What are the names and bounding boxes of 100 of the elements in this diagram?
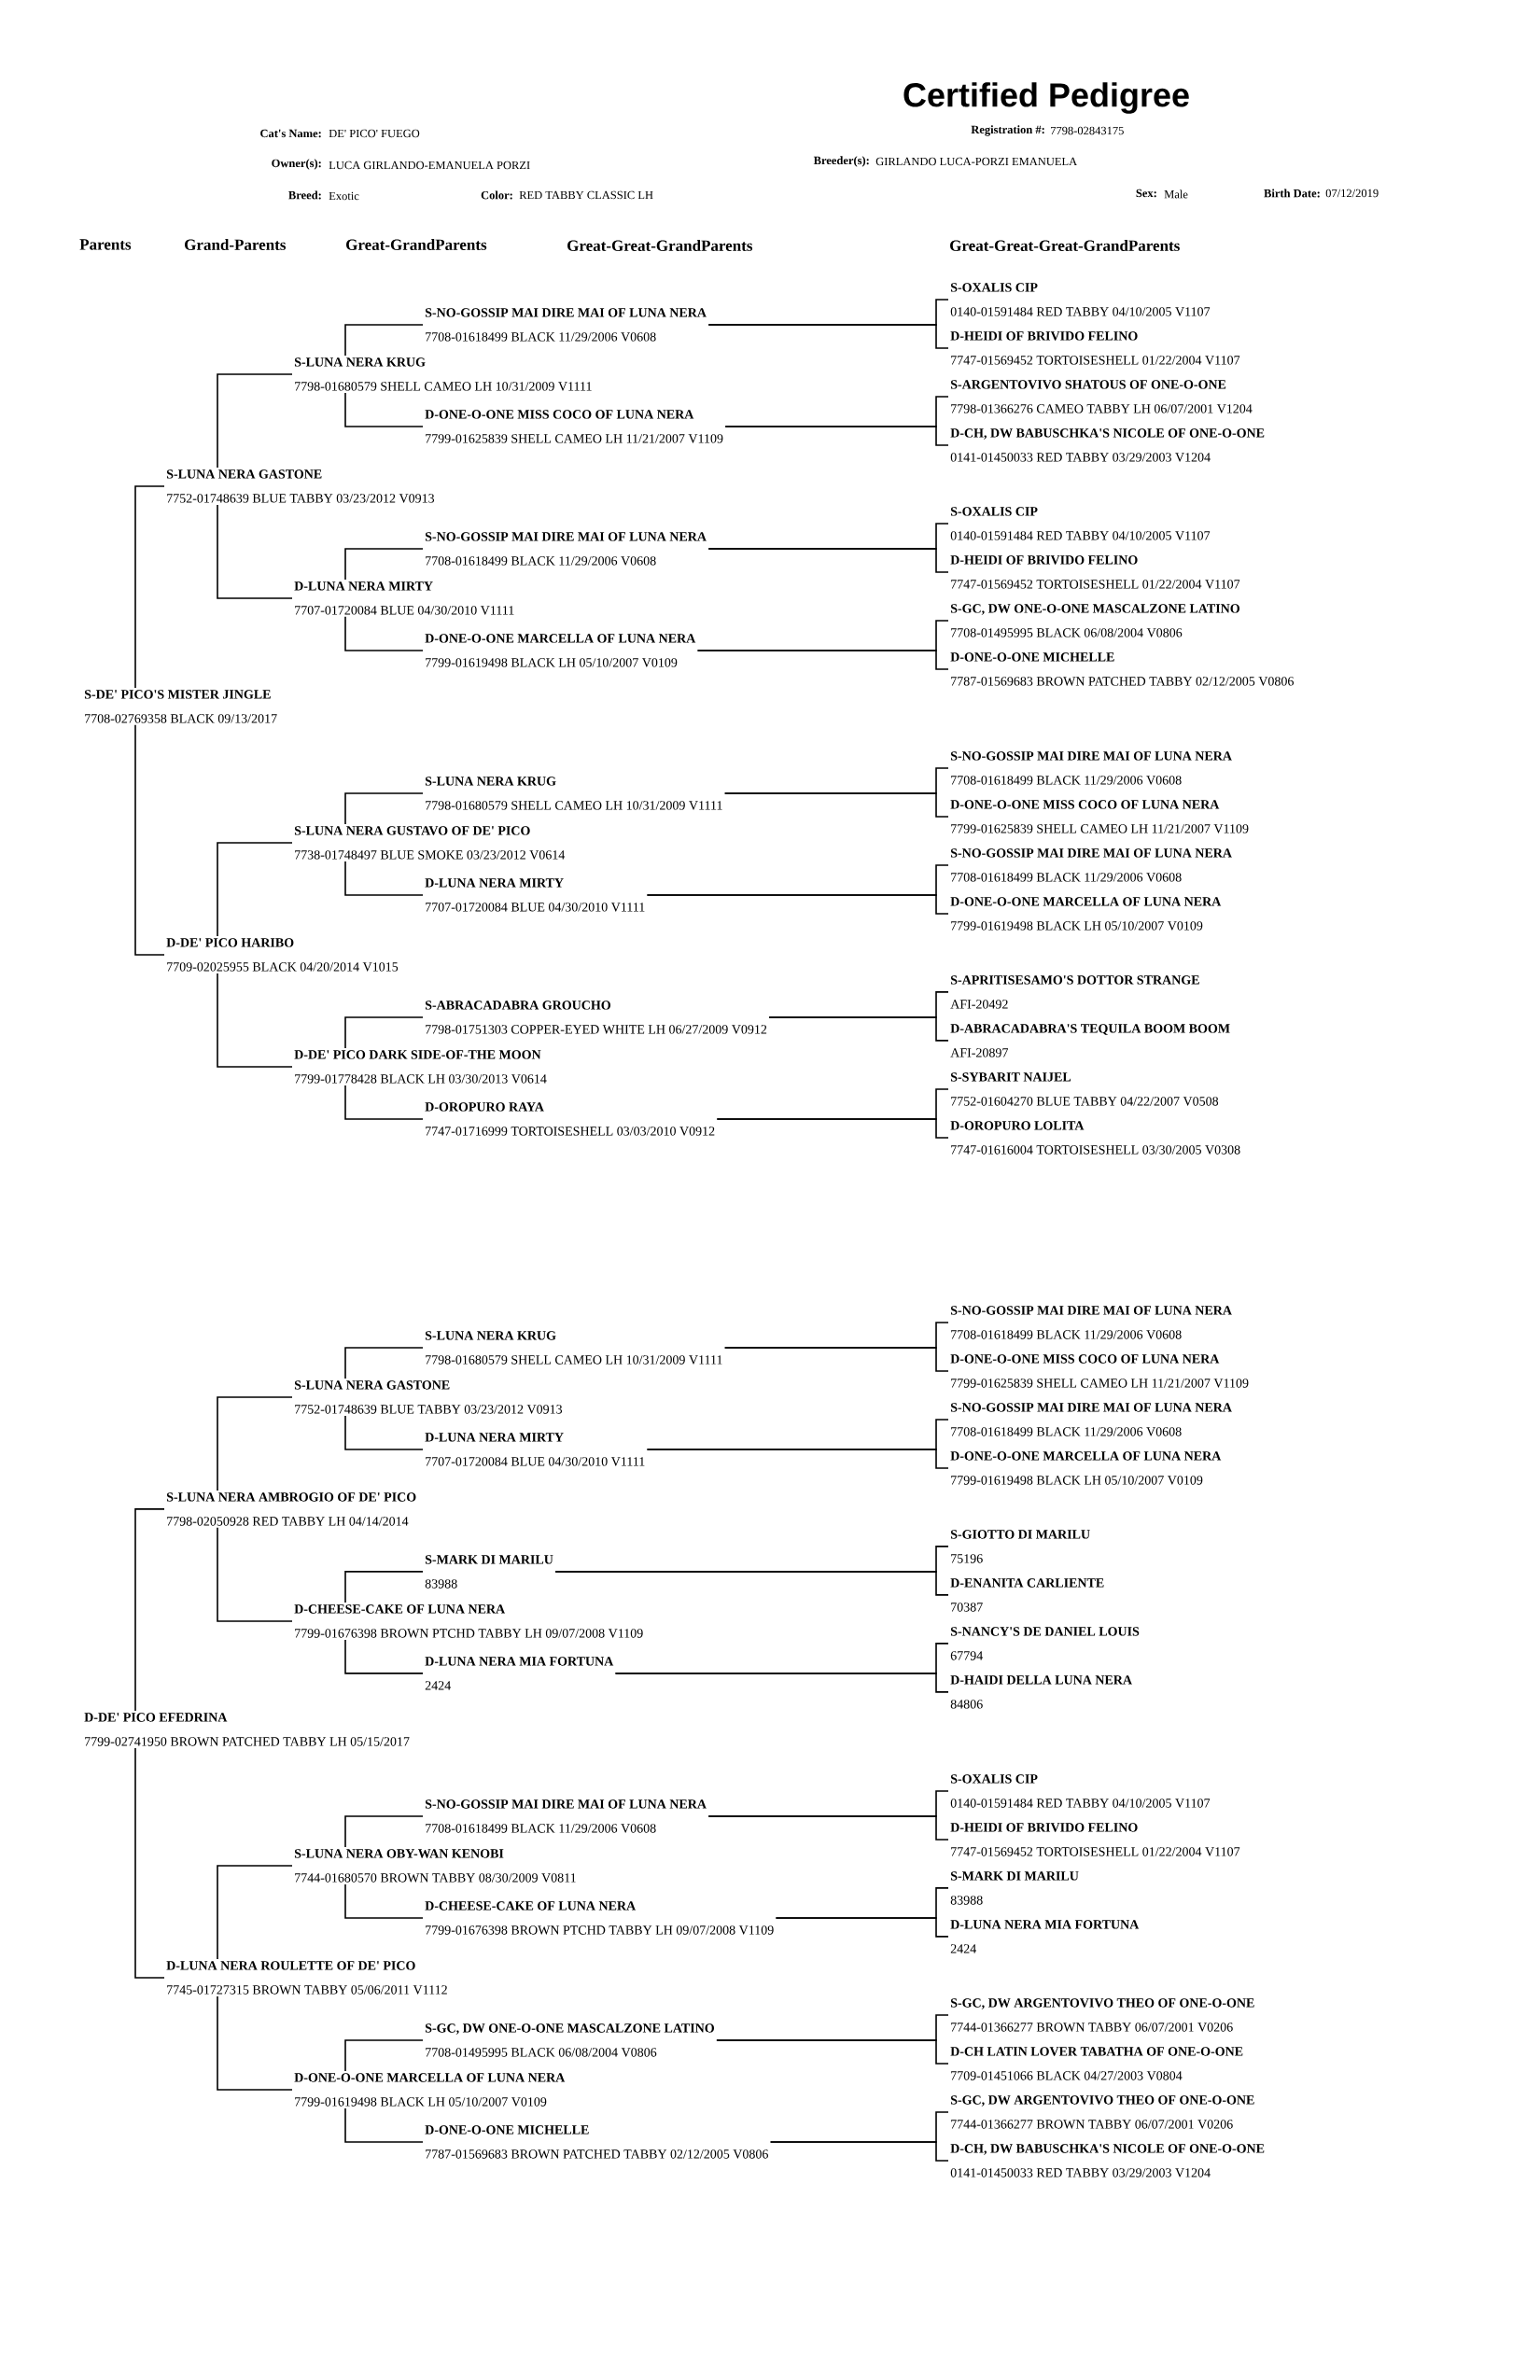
- pedigree-entry: D-DE' PICO DARK SIDE-OF-THE MOON 7799-01778428 BLACK LH 03/30/2013 V0614: [294, 1050, 547, 1084]
- pedigree-line: [344, 548, 424, 581]
- pedigree-entry: S-GC, DW ARGENTOVIVO THEO OF ONE-O-ONE 7744-01366277 BROWN TABBY 06/07/2001 V0206: [950, 1998, 1254, 2032]
- pedigree-line: [707, 324, 949, 349]
- column-heading: Great-Great-Great-GrandParents: [950, 240, 1180, 251]
- field-label: Color:: [481, 190, 512, 200]
- pedigree-line: [344, 1415, 424, 1450]
- pedigree-line: [344, 1571, 424, 1603]
- pedigree-line: [344, 1085, 424, 1120]
- pedigree-entry: D-LUNA NERA MIRTY 7707-01720084 BLUE 04/30/2010 V1111: [425, 878, 645, 912]
- pedigree-line: [217, 373, 293, 469]
- pedigree-line: [344, 861, 424, 896]
- field-value: LUCA GIRLANDO-EMANUELA PORZI: [329, 161, 530, 170]
- pedigree-line: [696, 650, 949, 670]
- pedigree-entry: S-GIOTTO DI MARILU 75196: [950, 1530, 1090, 1563]
- pedigree-entry: D-ONE-O-ONE MARCELLA OF LUNA NERA 7799-01619498 BLACK LH 05/10/2007 V0109: [294, 2073, 566, 2107]
- pedigree-line: [724, 426, 949, 446]
- field-label: Owner(s):: [272, 159, 321, 170]
- pedigree-entry: D-HEIDI OF BRIVIDO FELINO 7747-01569452 TORTOISESHELL 01/22/2004 V1107: [950, 331, 1240, 365]
- pedigree-entry: S-NO-GOSSIP MAI DIRE MAI OF LUNA NERA 7708-01618499 BLACK 11/29/2006 V0608: [425, 308, 707, 342]
- pedigree-line: [723, 792, 949, 818]
- pedigree-line: [217, 1865, 293, 1960]
- pedigree-line: [716, 2039, 949, 2065]
- pedigree-line: [344, 1347, 424, 1379]
- pedigree-line: [217, 1995, 293, 2091]
- pedigree-entry: D-ONE-O-ONE MARCELLA OF LUNA NERA 7799-01619498 BLACK LH 05/10/2007 V0109: [950, 897, 1222, 931]
- pedigree-entry: S-DE' PICO'S MISTER JINGLE 7708-02769358 BLACK 09/13/2017: [84, 690, 277, 723]
- pedigree-entry: S-LUNA NERA KRUG 7798-01680579 SHELL CAMEO LH 10/31/2009 V1111: [425, 777, 722, 810]
- field-value: 07/12/2019: [1325, 189, 1379, 198]
- pedigree-entry: S-OXALIS CIP 0140-01591484 RED TABBY 04/10/2005 V1107: [950, 507, 1211, 540]
- pedigree-entry: S-LUNA NERA KRUG 7798-01680579 SHELL CAMEO LH 10/31/2009 V1111: [425, 1331, 722, 1365]
- pedigree-entry: S-NO-GOSSIP MAI DIRE MAI OF LUNA NERA 7708-01618499 BLACK 11/29/2006 V0608: [425, 532, 707, 566]
- column-heading: Parents: [79, 239, 132, 250]
- pedigree-line: [217, 504, 293, 599]
- pedigree-entry: D-LUNA NERA ROULETTE OF DE' PICO 7745-01727315 BROWN TABBY 05/06/2011 V1112: [166, 1961, 447, 1995]
- pedigree-entry: S-OXALIS CIP 0140-01591484 RED TABBY 04/10/2005 V1107: [950, 1774, 1211, 1808]
- pedigree-line: [217, 973, 293, 1068]
- pedigree-entry: S-LUNA NERA AMBROGIO OF DE' PICO 7798-02050928 RED TABBY LH 04/14/2014: [166, 1492, 416, 1526]
- pedigree-entry: S-MARK DI MARILU 83988: [425, 1555, 553, 1589]
- pedigree-line: [344, 1815, 424, 1848]
- pedigree-entry: S-MARK DI MARILU 83988: [950, 1871, 1079, 1905]
- pedigree-entry: D-ONE-O-ONE MICHELLE 7787-01569683 BROWN PATCHED TABBY 02/12/2005 V0806: [425, 2125, 768, 2159]
- pedigree-line: [768, 1016, 949, 1042]
- pedigree-entry: D-LUNA NERA MIRTY 7707-01720084 BLUE 04/30/2010 V1111: [425, 1433, 645, 1466]
- pedigree-entry: S-LUNA NERA GUSTAVO OF DE' PICO 7738-01748497 BLUE SMOKE 03/23/2012 V0614: [294, 826, 566, 860]
- field-value: GIRLANDO LUCA-PORZI EMANUELA: [875, 157, 1078, 166]
- pedigree-entry: D-CH, DW BABUSCHKA'S NICOLE OF ONE-O-ONE 0141-01450033 RED TABBY 03/29/2003 V1204: [950, 428, 1265, 462]
- pedigree-entry: D-DE' PICO EFEDRINA 7799-02741950 BROWN PATCHED TABBY LH 05/15/2017: [84, 1713, 410, 1746]
- column-heading: Great-GrandParents: [346, 239, 487, 250]
- pedigree-entry: D-ONE-O-ONE MISS COCO OF LUNA NERA 7799-01625839 SHELL CAMEO LH 11/21/2007 V1109: [950, 1354, 1249, 1388]
- pedigree-entry: D-LUNA NERA MIA FORTUNA 2424: [950, 1920, 1140, 1953]
- pedigree-entry: D-ONE-O-ONE MICHELLE 7787-01569683 BROWN PATCHED TABBY 02/12/2005 V0806: [950, 652, 1294, 686]
- field-value: 7798-02843175: [1051, 126, 1124, 135]
- pedigree-entry: S-NO-GOSSIP MAI DIRE MAI OF LUNA NERA 7708-01618499 BLACK 11/29/2006 V0608: [950, 848, 1232, 882]
- pedigree-line: [344, 1016, 424, 1049]
- pedigree-line: [707, 1815, 949, 1841]
- pedigree-entry: D-HAIDI DELLA LUNA NERA 84806: [950, 1675, 1132, 1709]
- pedigree-entry: S-NO-GOSSIP MAI DIRE MAI OF LUNA NERA 7708-01618499 BLACK 11/29/2006 V0608: [425, 1799, 707, 1833]
- pedigree-entry: S-LUNA NERA OBY-WAN KENOBI 7744-01680570 BROWN TABBY 08/30/2009 V0811: [294, 1849, 576, 1883]
- pedigree-entry: S-GC, DW ONE-O-ONE MASCALZONE LATINO 7708-01495995 BLACK 06/08/2004 V0806: [950, 604, 1239, 637]
- title: Certified Pedigree: [903, 82, 1189, 114]
- pedigree-line: [775, 1917, 949, 1938]
- pedigree-entry: S-SYBARIT NAIJEL 7752-01604270 BLUE TABBY 04/22/2007 V0508: [950, 1072, 1219, 1106]
- pedigree-line: [344, 616, 424, 651]
- pedigree-line: [134, 1508, 165, 1712]
- pedigree-entry: S-GC, DW ARGENTOVIVO THEO OF ONE-O-ONE 7744-01366277 BROWN TABBY 06/07/2001 V0206: [950, 2095, 1254, 2129]
- pedigree-entry: S-NO-GOSSIP MAI DIRE MAI OF LUNA NERA 7708-01618499 BLACK 11/29/2006 V0608: [950, 1403, 1232, 1436]
- pedigree-line: [769, 2141, 949, 2162]
- pedigree-entry: S-LUNA NERA KRUG 7798-01680579 SHELL CAMEO LH 10/31/2009 V1111: [294, 357, 592, 391]
- pedigree-entry: S-APRITISESAMO'S DOTTOR STRANGE AFI-20492: [950, 975, 1199, 1009]
- column-heading: Great-Great-GrandParents: [567, 240, 753, 251]
- field-label: Breeder(s):: [813, 156, 869, 167]
- pedigree-entry: S-NO-GOSSIP MAI DIRE MAI OF LUNA NERA 7708-01618499 BLACK 11/29/2006 V0608: [950, 751, 1232, 785]
- field-label: Cat's Name:: [260, 129, 321, 138]
- pedigree-line: [344, 324, 424, 357]
- pedigree-entry: D-CH LATIN LOVER TABATHA OF ONE-O-ONE 7709-01451066 BLACK 04/27/2003 V0804: [950, 2047, 1243, 2080]
- pedigree-line: [646, 894, 949, 915]
- pedigree-line: [344, 792, 424, 825]
- field-value: RED TABBY CLASSIC LH: [519, 190, 653, 200]
- pedigree-entry: S-GC, DW ONE-O-ONE MASCALZONE LATINO 7708-01495995 BLACK 06/08/2004 V0806: [425, 2023, 714, 2057]
- pedigree-entry: S-ABRACADABRA GROUCHO 7798-01751303 COPPER-EYED WHITE LH 06/27/2009 V0912: [425, 1001, 767, 1034]
- pedigree-line: [344, 2039, 424, 2072]
- column-heading: Grand-Parents: [185, 239, 287, 250]
- pedigree-entry: S-ARGENTOVIVO SHATOUS OF ONE-O-ONE 7798-01366276 CAMEO TABBY LH 06/07/2001 V1204: [950, 380, 1253, 413]
- pedigree-entry: D-OROPURO RAYA 7747-01716999 TORTOISESHELL 03/03/2010 V0912: [425, 1102, 715, 1136]
- pedigree-entry: D-ONE-O-ONE MISS COCO OF LUNA NERA 7799-01625839 SHELL CAMEO LH 11/21/2007 V1109: [950, 800, 1249, 833]
- pedigree-line: [217, 842, 293, 937]
- field-label: Birth Date:: [1264, 189, 1320, 198]
- pedigree-entry: D-HEIDI OF BRIVIDO FELINO 7747-01569452 TORTOISESHELL 01/22/2004 V1107: [950, 1823, 1240, 1856]
- pedigree-line: [344, 1883, 424, 1919]
- pedigree-entry: D-ONE-O-ONE MARCELLA OF LUNA NERA 7799-01619498 BLACK LH 05/10/2007 V0109: [425, 634, 696, 667]
- pedigree-line: [217, 1527, 293, 1622]
- pedigree-entry: D-ONE-O-ONE MISS COCO OF LUNA NERA 7799-01625839 SHELL CAMEO LH 11/21/2007 V1109: [425, 410, 723, 443]
- field-label: Sex:: [1136, 189, 1156, 198]
- pedigree-line: [344, 1639, 424, 1674]
- pedigree-line: [134, 485, 165, 689]
- field-value: DE' PICO' FUEGO: [329, 129, 420, 138]
- pedigree-entry: D-LUNA NERA MIRTY 7707-01720084 BLUE 04/30/2010 V1111: [294, 581, 514, 615]
- pedigree-entry: D-LUNA NERA MIA FORTUNA 2424: [425, 1657, 614, 1690]
- pedigree-entry: S-LUNA NERA GASTONE 7752-01748639 BLUE TABBY 03/23/2012 V0913: [166, 469, 435, 503]
